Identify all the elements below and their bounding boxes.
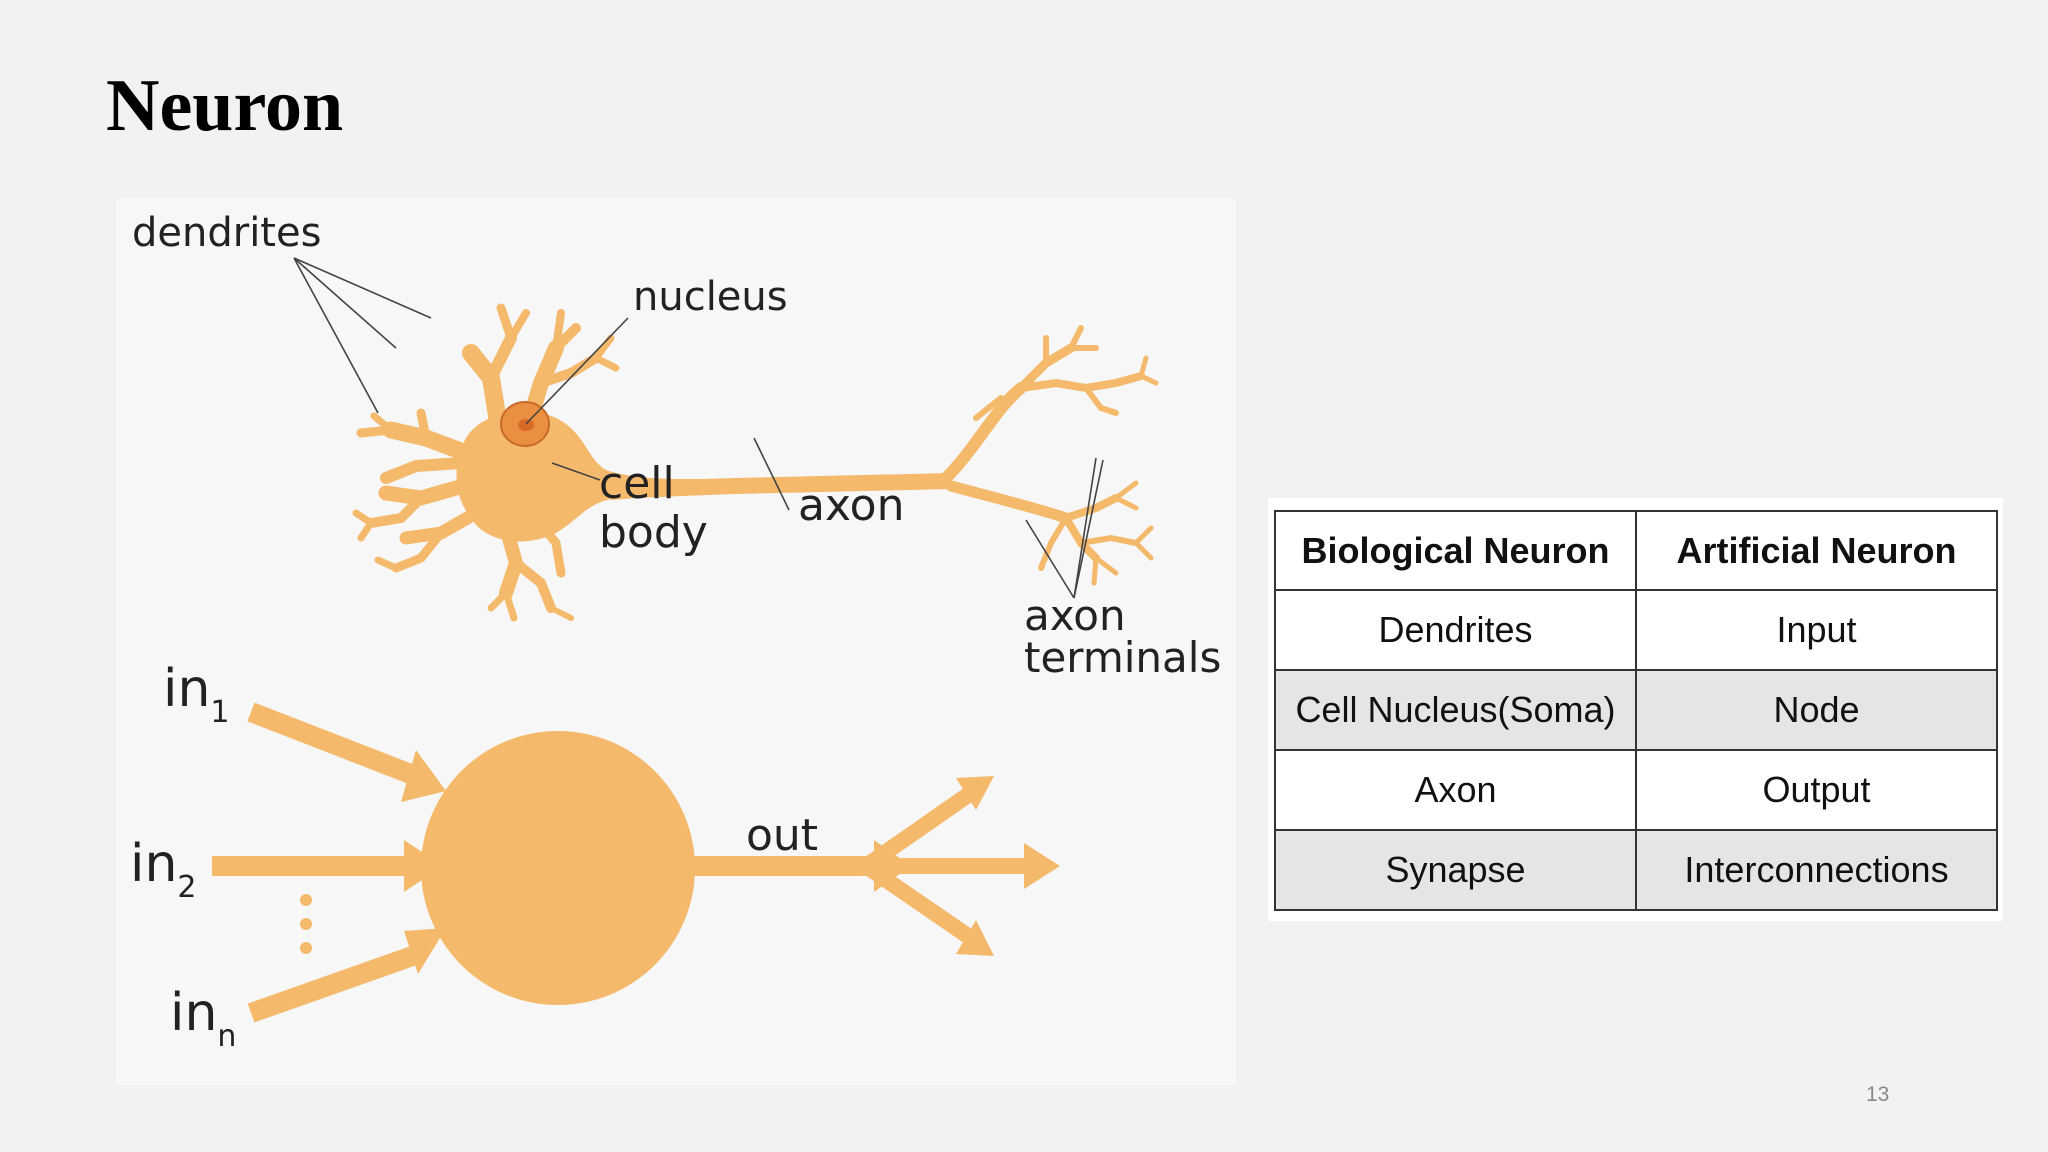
label-in2-sub: 2 — [177, 870, 196, 905]
label-dendrites: dendrites — [132, 210, 321, 256]
label-nucleus: nucleus — [633, 274, 788, 320]
neuron-figure: dendrites nucleus cell body axon axon te… — [116, 198, 1236, 1085]
label-axon-terminals-line2: terminals — [1024, 633, 1221, 682]
label-in2: in2 — [130, 834, 197, 905]
leader-lines — [293, 257, 1104, 599]
label-in1-sub: 1 — [210, 695, 229, 730]
label-inn-main: in — [170, 983, 217, 1043]
axon-shape — [606, 470, 951, 500]
label-out: out — [746, 810, 818, 861]
label-body: body — [599, 507, 708, 558]
biological-neuron: dendrites nucleus cell body axon axon te… — [132, 210, 1221, 682]
nucleus-core-shape — [518, 419, 534, 431]
label-axon-terminals-line1: axon — [1024, 591, 1126, 640]
table-row: Cell Nucleus(Soma) Node — [1274, 669, 1998, 751]
page-number: 13 — [1866, 1083, 1890, 1106]
table-row: Dendrites Input — [1274, 589, 1998, 671]
comparison-table: Biological Neuron Artificial Neuron Dend… — [1274, 510, 1998, 911]
comparison-table-panel: Biological Neuron Artificial Neuron Dend… — [1268, 498, 2003, 921]
artificial-neuron: in1 in2 inn out — [130, 659, 1060, 1054]
label-inn: inn — [170, 983, 236, 1054]
neuron-diagram: dendrites nucleus cell body axon axon te… — [130, 210, 1221, 1054]
table-cell: Input — [1635, 589, 1998, 671]
header-biological-neuron: Biological Neuron — [1274, 510, 1637, 591]
table-cell: Cell Nucleus(Soma) — [1274, 669, 1637, 751]
table-cell: Node — [1635, 669, 1998, 751]
slide-title: Neuron — [106, 65, 344, 147]
label-in1-main: in — [163, 659, 210, 719]
axon-terminals-shape — [940, 325, 1159, 586]
dendrites-shape — [352, 303, 620, 622]
table-row: Synapse Interconnections — [1274, 829, 1998, 911]
node-circle — [421, 731, 695, 1005]
label-in1: in1 — [163, 659, 230, 730]
output-arrows — [691, 776, 1060, 956]
label-axon: axon — [798, 480, 904, 531]
table-cell: Synapse — [1274, 829, 1637, 911]
table-header-row: Biological Neuron Artificial Neuron — [1274, 510, 1998, 591]
table-cell: Dendrites — [1274, 589, 1637, 671]
input-arrows — [212, 702, 446, 1023]
table-row: Axon Output — [1274, 749, 1998, 831]
table-cell: Output — [1635, 749, 1998, 831]
label-inn-sub: n — [217, 1019, 236, 1054]
header-artificial-neuron: Artificial Neuron — [1635, 510, 1998, 591]
label-in2-main: in — [130, 834, 177, 894]
label-cell: cell — [599, 458, 675, 509]
ellipsis-dots — [300, 894, 312, 954]
cell-body-shape — [456, 410, 616, 542]
table-cell: Axon — [1274, 749, 1637, 831]
table-cell: Interconnections — [1635, 829, 1998, 911]
